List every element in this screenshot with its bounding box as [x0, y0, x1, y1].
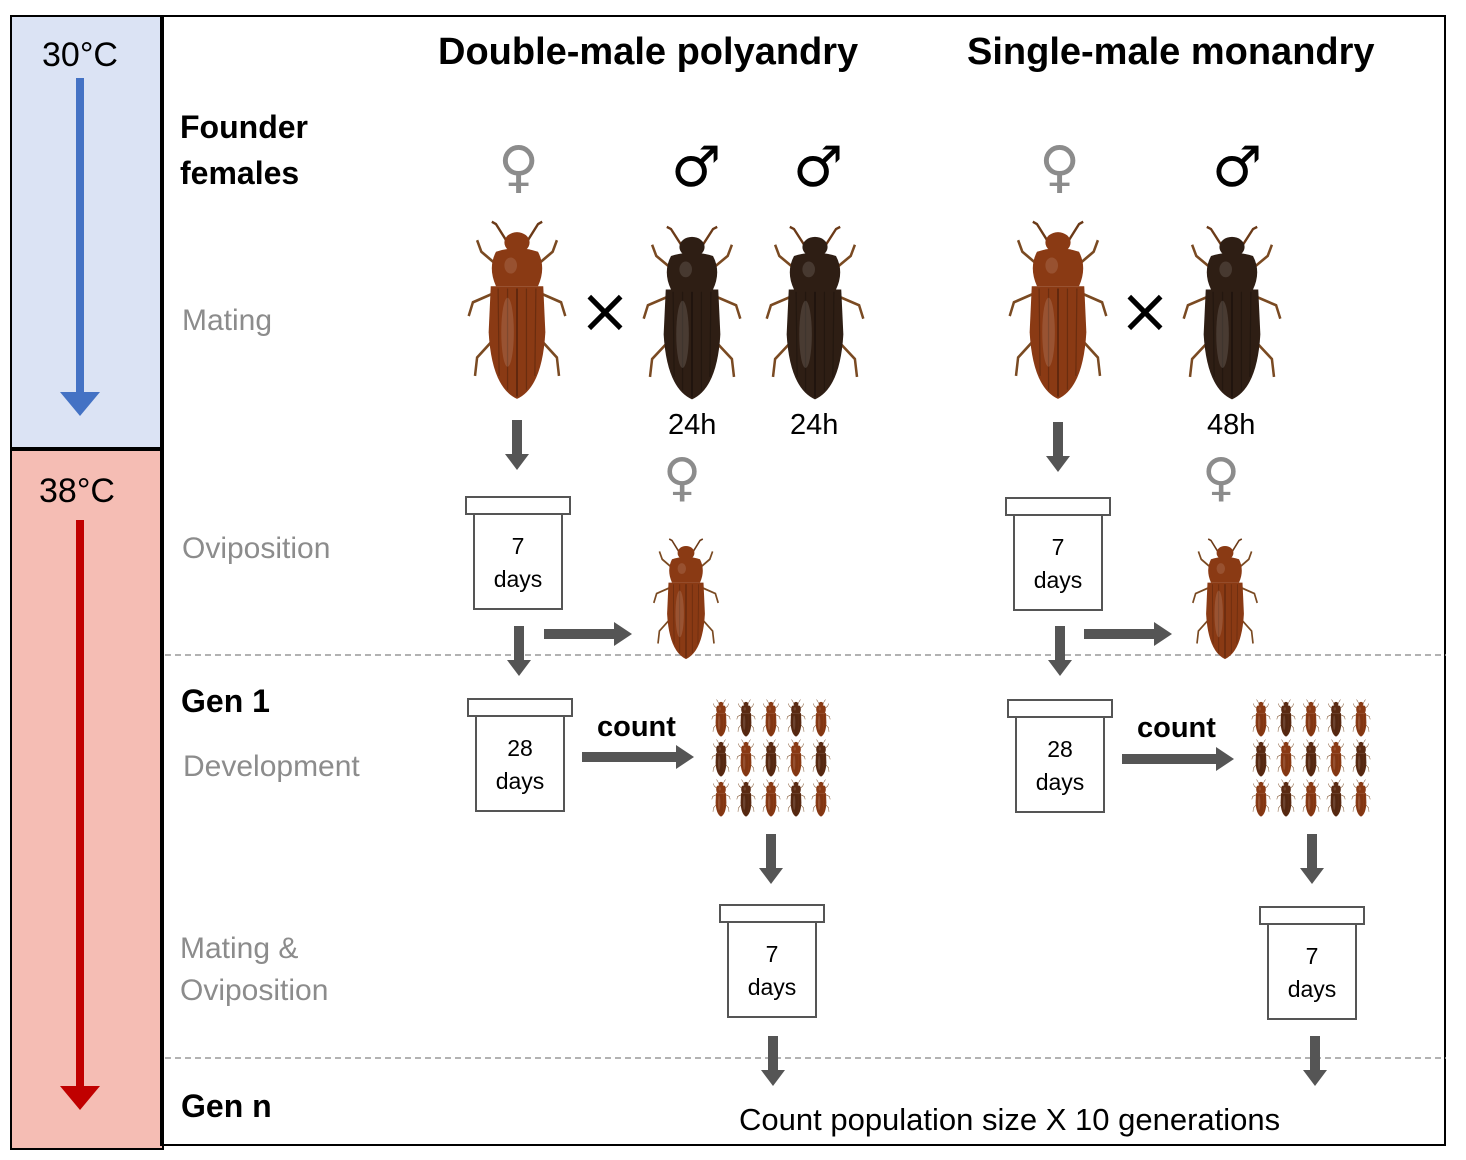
row-label-mating-oviposition: Mating & Oviposition: [180, 932, 329, 1007]
temperature-arrow-38: [60, 520, 100, 1110]
monandry-male-duration: 48h: [1207, 409, 1256, 441]
offspring-beetle-icon: [1301, 739, 1321, 777]
offspring-beetle-icon: [1326, 699, 1346, 737]
column-header-polyandry: Double-male polyandry: [438, 31, 859, 73]
offspring-beetle-icon: [1326, 739, 1346, 777]
offspring-beetle-icon: [1251, 699, 1271, 737]
polyandry-arrow-to-development: [507, 626, 531, 676]
polyandry-male1-beetle: [642, 225, 742, 401]
offspring-beetle-icon: [1276, 739, 1296, 777]
polyandry-arrow-to-oviposition: [505, 420, 529, 470]
offspring-beetle-icon: [1351, 739, 1371, 777]
offspring-beetle-icon: [811, 779, 831, 817]
polyandry-count-arrow: [582, 745, 694, 769]
row-label-development: Development: [183, 750, 360, 783]
monandry-arrow-to-mating: [1300, 834, 1324, 884]
polyandry-offspring-grid: [711, 699, 831, 817]
row-label-genn: Gen n: [181, 1088, 272, 1124]
temperature-band-38: [10, 449, 164, 1150]
temperature-band-30: [10, 15, 164, 451]
polyandry-male1-duration: 24h: [668, 409, 717, 441]
offspring-beetle-icon: [736, 739, 756, 777]
monandry-offspring-female-beetle: [1191, 538, 1259, 661]
offspring-beetle-icon: [1301, 779, 1321, 817]
temp-label-30: 30°C: [42, 36, 118, 74]
offspring-beetle-icon: [811, 739, 831, 777]
polyandry-male2-symbol-icon: ♂: [793, 135, 844, 200]
polyandry-female-symbol-icon: ♀: [498, 135, 540, 200]
temp-label-38: 38°C: [39, 472, 115, 510]
offspring-beetle-icon: [1251, 779, 1271, 817]
offspring-beetle-icon: [786, 699, 806, 737]
offspring-beetle-icon: [1351, 699, 1371, 737]
row-label-founder-females: Founder females: [180, 109, 308, 191]
monandry-arrow-to-development: [1048, 626, 1072, 676]
offspring-beetle-icon: [1276, 699, 1296, 737]
offspring-beetle-icon: [1251, 739, 1271, 777]
offspring-beetle-icon: [786, 739, 806, 777]
offspring-beetle-icon: [761, 739, 781, 777]
offspring-beetle-icon: [736, 779, 756, 817]
offspring-beetle-icon: [1276, 779, 1296, 817]
offspring-beetle-icon: [761, 779, 781, 817]
polyandry-offspring-female-beetle: [652, 538, 720, 661]
temperature-arrow-30: [60, 78, 100, 416]
polyandry-count-label: count: [597, 711, 676, 743]
row-label-mating: Mating: [182, 304, 273, 337]
column-header-monandry: Single-male monandry: [967, 31, 1375, 73]
band-divider: [10, 447, 162, 449]
offspring-beetle-icon: [1351, 779, 1371, 817]
offspring-beetle-icon: [711, 779, 731, 817]
polyandry-arrow-to-mating: [759, 834, 783, 884]
monandry-male-symbol-icon: ♂: [1212, 135, 1263, 200]
monandry-arrow-to-genn: [1303, 1036, 1327, 1086]
polyandry-male2-beetle: [765, 225, 865, 401]
polyandry-arrow-to-female: [544, 622, 632, 646]
row-label-gen1: Gen 1: [181, 683, 270, 719]
monandry-development-days: 28 days: [1035, 736, 1085, 795]
row-label-oviposition: Oviposition: [182, 532, 331, 565]
polyandry-male2-duration: 24h: [790, 409, 839, 441]
monandry-cross-icon: ×: [1119, 274, 1171, 347]
polyandry-oviposition-days: 7 days: [493, 533, 543, 592]
monandry-offspring-female-symbol-icon: ♀: [1202, 448, 1241, 508]
diagram-frame: [160, 15, 1446, 1146]
polyandry-arrow-to-genn: [761, 1036, 785, 1086]
monandry-oviposition-days: 7 days: [1033, 534, 1083, 593]
monandry-count-arrow: [1122, 747, 1234, 771]
monandry-offspring-grid: [1251, 699, 1371, 817]
monandry-female-symbol-icon: ♀: [1039, 135, 1081, 200]
monandry-male-beetle: [1182, 225, 1282, 401]
offspring-beetle-icon: [786, 779, 806, 817]
polyandry-founder-female-beetle: [467, 220, 567, 401]
offspring-beetle-icon: [736, 699, 756, 737]
offspring-beetle-icon: [761, 699, 781, 737]
polyandry-offspring-female-symbol-icon: ♀: [663, 448, 702, 508]
offspring-beetle-icon: [811, 699, 831, 737]
polyandry-gen1-oviposition-days: 7 days: [747, 941, 797, 1000]
offspring-beetle-icon: [711, 739, 731, 777]
offspring-beetle-icon: [1326, 779, 1346, 817]
monandry-gen1-oviposition-days: 7 days: [1287, 943, 1337, 1002]
offspring-beetle-icon: [1301, 699, 1321, 737]
polyandry-development-days: 28 days: [495, 735, 545, 794]
monandry-arrow-to-oviposition: [1046, 422, 1070, 472]
footer-text: Count population size X 10 generations: [739, 1102, 1281, 1137]
monandry-founder-female-beetle: [1008, 220, 1108, 401]
polyandry-male1-symbol-icon: ♂: [671, 135, 722, 200]
monandry-count-label: count: [1137, 712, 1216, 744]
offspring-beetle-icon: [711, 699, 731, 737]
monandry-arrow-to-female: [1084, 622, 1172, 646]
polyandry-cross-icon: ×: [579, 274, 631, 347]
